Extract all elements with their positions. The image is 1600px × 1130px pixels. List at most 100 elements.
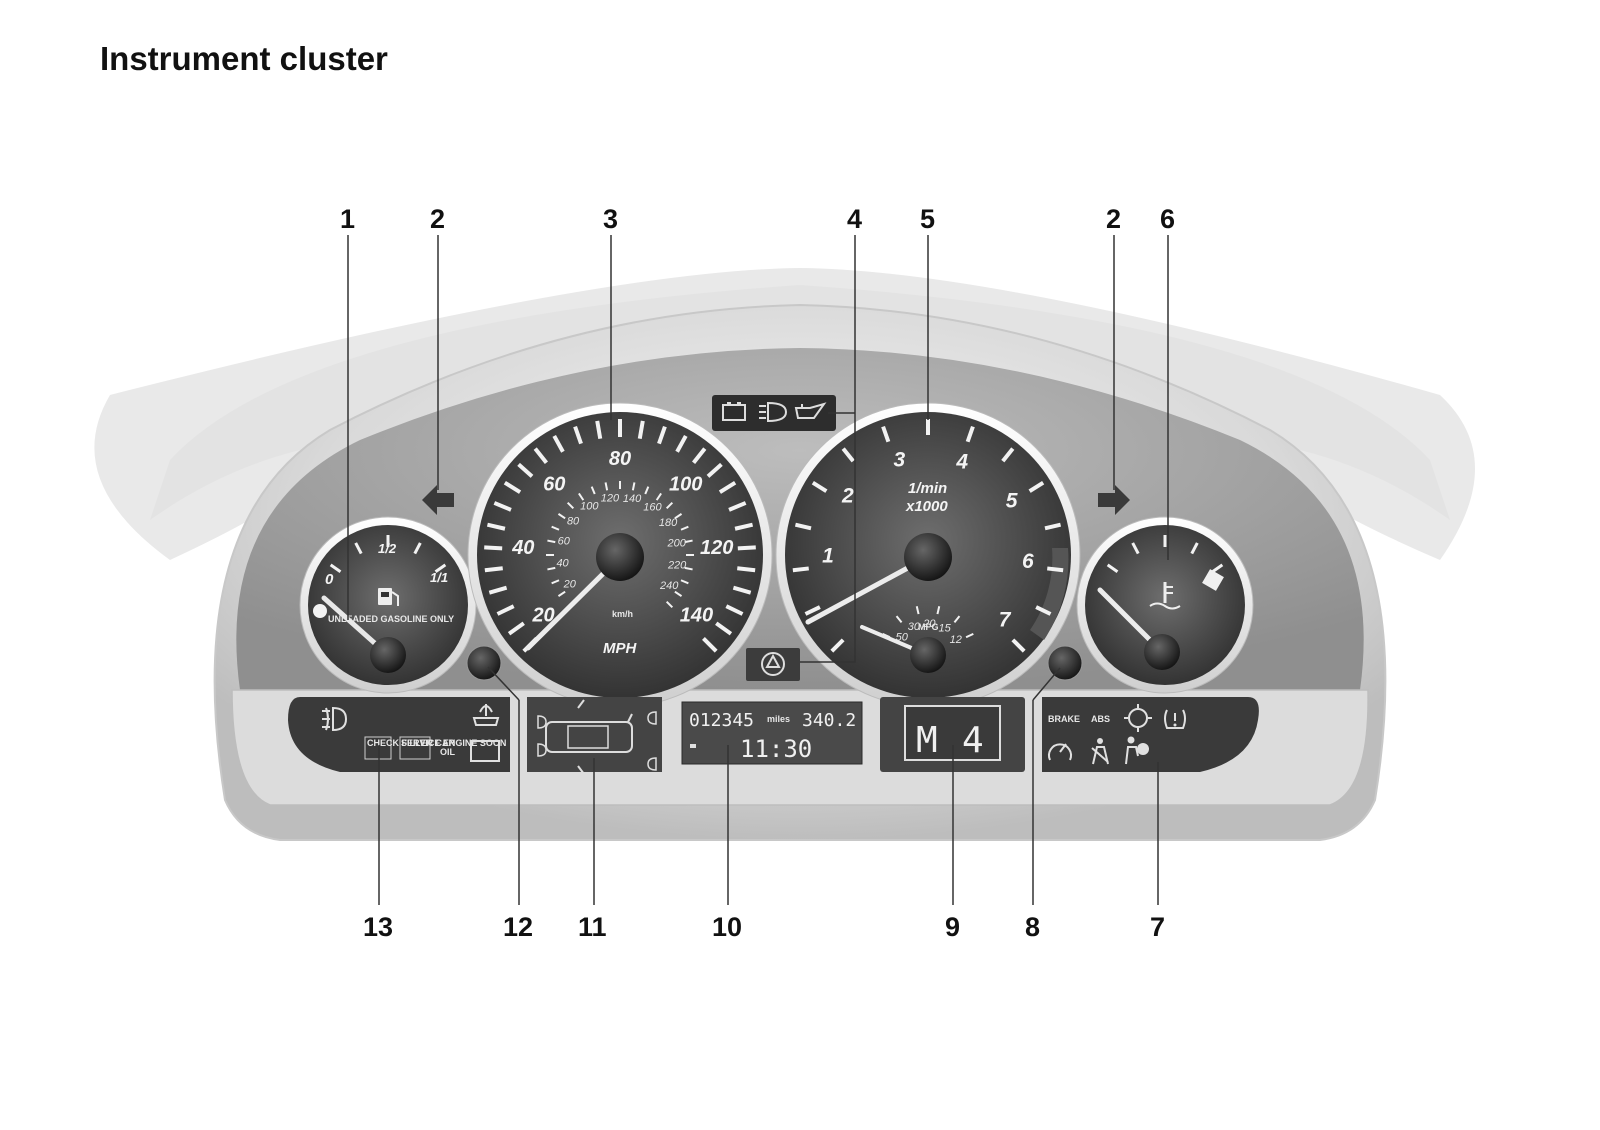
kmh-label: 160 <box>643 501 662 513</box>
speed-major-tick <box>706 462 723 478</box>
turn-right-arrow-icon <box>1098 485 1130 515</box>
speedometer-unit: MPH <box>603 640 638 657</box>
rpm-tick <box>1035 605 1052 616</box>
speed-major-tick <box>732 585 752 595</box>
speed-major-tick <box>657 425 667 445</box>
rpm-tick <box>965 425 975 443</box>
speed-major-tick <box>488 585 508 595</box>
speed-major-tick <box>675 435 688 453</box>
rpm-tick <box>811 480 828 493</box>
speed-major-tick <box>637 420 645 440</box>
coolant-temp-gauge <box>1076 516 1254 694</box>
fuel-tick <box>434 563 447 573</box>
callout-leaders <box>347 235 1169 905</box>
temp-tick <box>1211 563 1224 573</box>
speed-major-tick <box>715 621 733 636</box>
speed-major-tick <box>725 604 744 616</box>
speed-major-tick <box>496 604 515 616</box>
speed-major-tick <box>517 462 534 478</box>
speed-kmh-tick <box>551 579 560 585</box>
speed-major-tick <box>533 447 548 464</box>
headlight-icon <box>759 401 788 423</box>
economy-unit: MPG <box>918 622 939 632</box>
mpg-label: 50 <box>896 631 909 643</box>
callout-11: 11 <box>578 912 607 942</box>
battery-icon <box>722 402 746 421</box>
callout-8: 8 <box>1025 912 1040 942</box>
gear-mode: M <box>916 720 938 761</box>
reset-knob-right[interactable] <box>1047 645 1083 681</box>
callout-10: 10 <box>712 912 742 942</box>
rpm-tick <box>830 638 845 653</box>
speed-major-tick <box>493 501 512 512</box>
kmh-label: 140 <box>623 493 642 505</box>
rpm-label: 1 <box>822 544 834 567</box>
tire-pressure-icon <box>1164 709 1186 729</box>
washer-fluid-icon <box>472 704 500 726</box>
dsc-icon <box>765 653 781 668</box>
rpm-label: 2 <box>841 485 854 508</box>
fuel-tick <box>329 563 342 573</box>
kmh-label: 80 <box>567 515 580 527</box>
speed-kmh-tick <box>631 482 636 491</box>
callout-2-left: 2 <box>430 204 445 234</box>
kmh-label: 180 <box>659 517 678 529</box>
speed-kmh-tick <box>547 539 556 544</box>
mpg-label: 30 <box>908 621 921 633</box>
cruise-control-icon <box>1048 743 1072 761</box>
speed-kmh-tick <box>557 590 566 597</box>
speed-major-tick <box>507 621 525 636</box>
kmh-label: 60 <box>558 535 571 547</box>
rpm-tick <box>1011 638 1026 653</box>
speed-major-tick <box>484 545 503 551</box>
mpg-tick <box>936 606 941 615</box>
mpg-label: 15 <box>938 622 951 634</box>
bulb-icon-rear-right <box>647 757 657 771</box>
coolant-hot-zone <box>1202 569 1224 591</box>
callout-9: 9 <box>945 912 960 942</box>
fuel-reserve-light <box>313 604 327 618</box>
airbag-icon <box>1125 736 1149 765</box>
display-indicator-dot <box>690 744 696 748</box>
speed-major-tick <box>595 420 603 440</box>
rpm-label: 6 <box>1022 550 1034 573</box>
speed-major-tick <box>573 425 583 445</box>
mph-label: 120 <box>700 537 733 559</box>
mpg-tick <box>953 615 961 623</box>
tachometer-unit-line1: 1/min <box>908 480 947 497</box>
mph-label: 80 <box>609 448 631 470</box>
rpm-tick <box>804 605 821 616</box>
oil-can-icon <box>794 402 827 419</box>
rpm-tick <box>841 447 855 463</box>
odometer-unit: miles <box>767 714 790 724</box>
mpg-label: 12 <box>950 634 962 646</box>
rpm-label: 5 <box>1006 489 1018 512</box>
coolant-temp-icon <box>1149 582 1181 610</box>
brake-pad-icon <box>1124 704 1152 732</box>
mpg-tick <box>895 615 903 623</box>
oil-level-icon <box>470 740 500 762</box>
fuel-label-empty: 0 <box>325 571 334 588</box>
speed-major-tick <box>718 480 737 494</box>
speed-major-tick <box>728 501 747 512</box>
bulb-icon-rear-left <box>537 743 547 757</box>
temp-tick <box>1131 542 1140 555</box>
mph-label: 60 <box>543 474 565 496</box>
temp-tick <box>1190 542 1199 555</box>
seatbelt-icon <box>1091 738 1109 765</box>
odometer-reading: 012345 <box>689 710 754 731</box>
speed-major-tick <box>503 480 522 494</box>
mpg-label: 20 <box>922 618 936 630</box>
callout-13: 13 <box>363 912 393 942</box>
rpm-tick <box>1028 480 1045 493</box>
mpg-tick <box>965 632 974 639</box>
speed-kmh-tick <box>674 513 683 520</box>
rpm-label: 4 <box>955 450 968 473</box>
speed-kmh-tick <box>557 513 566 520</box>
kmh-label: 120 <box>601 492 620 504</box>
rpm-label: 7 <box>999 609 1012 632</box>
right-indicator-panel: BRAKE ABS <box>1042 697 1259 772</box>
speed-major-tick <box>484 566 503 573</box>
